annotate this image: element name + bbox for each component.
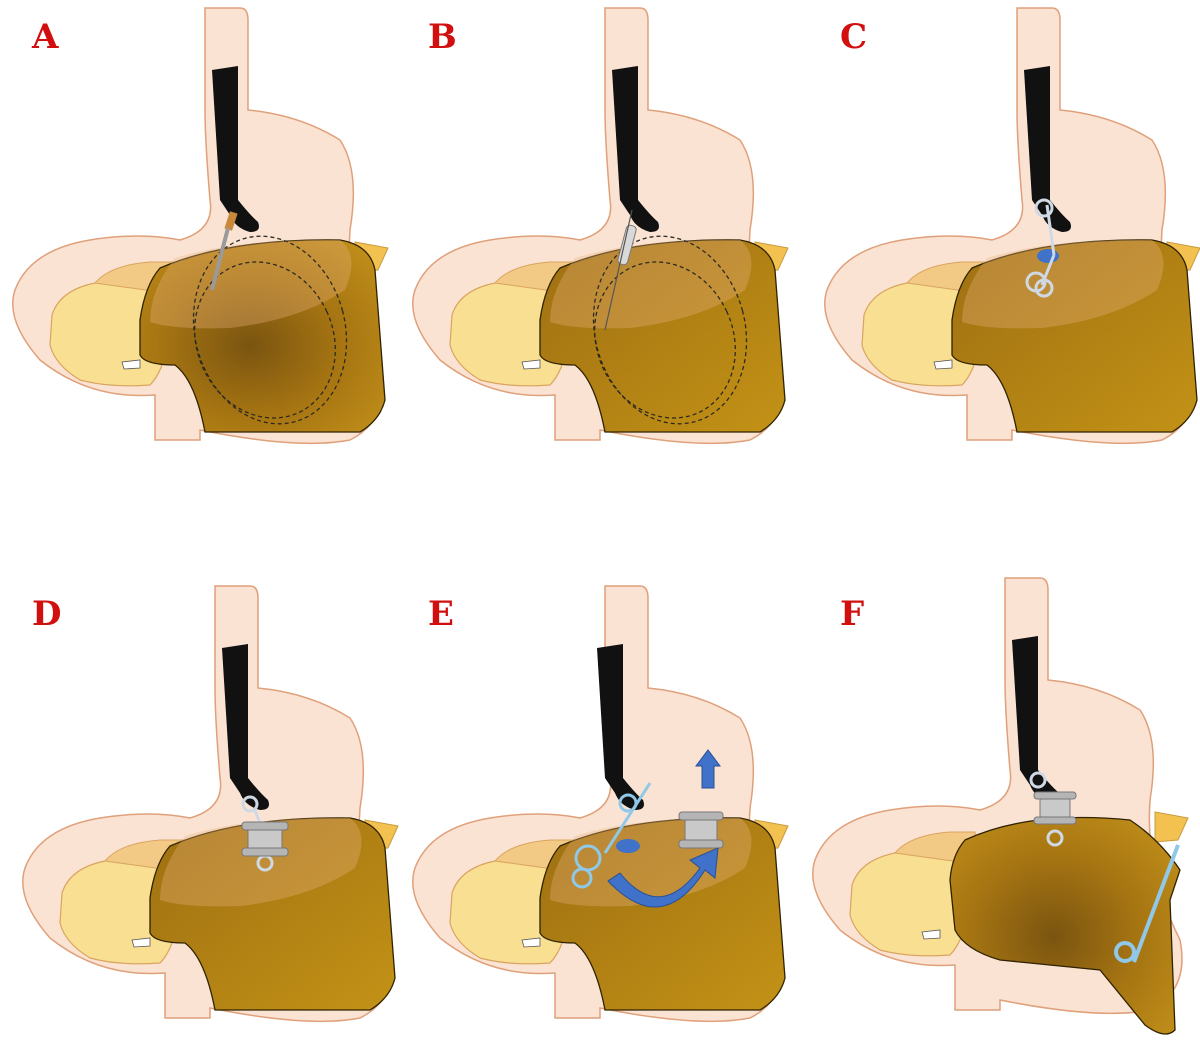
dashed-cyst-outline-1: [192, 235, 348, 425]
panel-label-A: A: [32, 17, 59, 57]
panel-B: [412, 7, 789, 445]
pigtail-guidewire: [1029, 771, 1064, 847]
up-arrow-icon: [695, 749, 721, 789]
needle-sheath: [224, 211, 238, 231]
pigtail-guidewire: [571, 782, 652, 889]
rotation-arrow: [607, 847, 719, 908]
pigtail-guidewire: [1025, 198, 1056, 298]
panel-A: [12, 7, 389, 445]
external-drain: [1114, 844, 1180, 963]
panel-label-B: B: [428, 17, 457, 57]
dashed-cyst-outline-1: [592, 235, 748, 425]
lumen-apposing-stent: [1033, 791, 1077, 825]
panel-F: [812, 577, 1189, 1035]
lumen-apposing-stent: [678, 811, 724, 849]
dashed-cyst-outline-2: [194, 261, 336, 419]
fistula-opening: [616, 839, 640, 853]
guidewire: [604, 209, 633, 331]
panel-label-F: F: [840, 594, 865, 634]
dashed-cyst-outline-2: [594, 261, 736, 419]
fistula-opening: [1037, 249, 1059, 263]
lumen-apposing-stent: [241, 821, 289, 857]
panel-label-D: D: [32, 594, 62, 634]
panel-E: [412, 585, 789, 1023]
panel-D: [22, 585, 399, 1023]
panel-label-E: E: [428, 594, 454, 634]
panel-label-C: C: [840, 17, 868, 57]
puncture-needle: [210, 227, 230, 291]
panel-C: [824, 7, 1200, 445]
